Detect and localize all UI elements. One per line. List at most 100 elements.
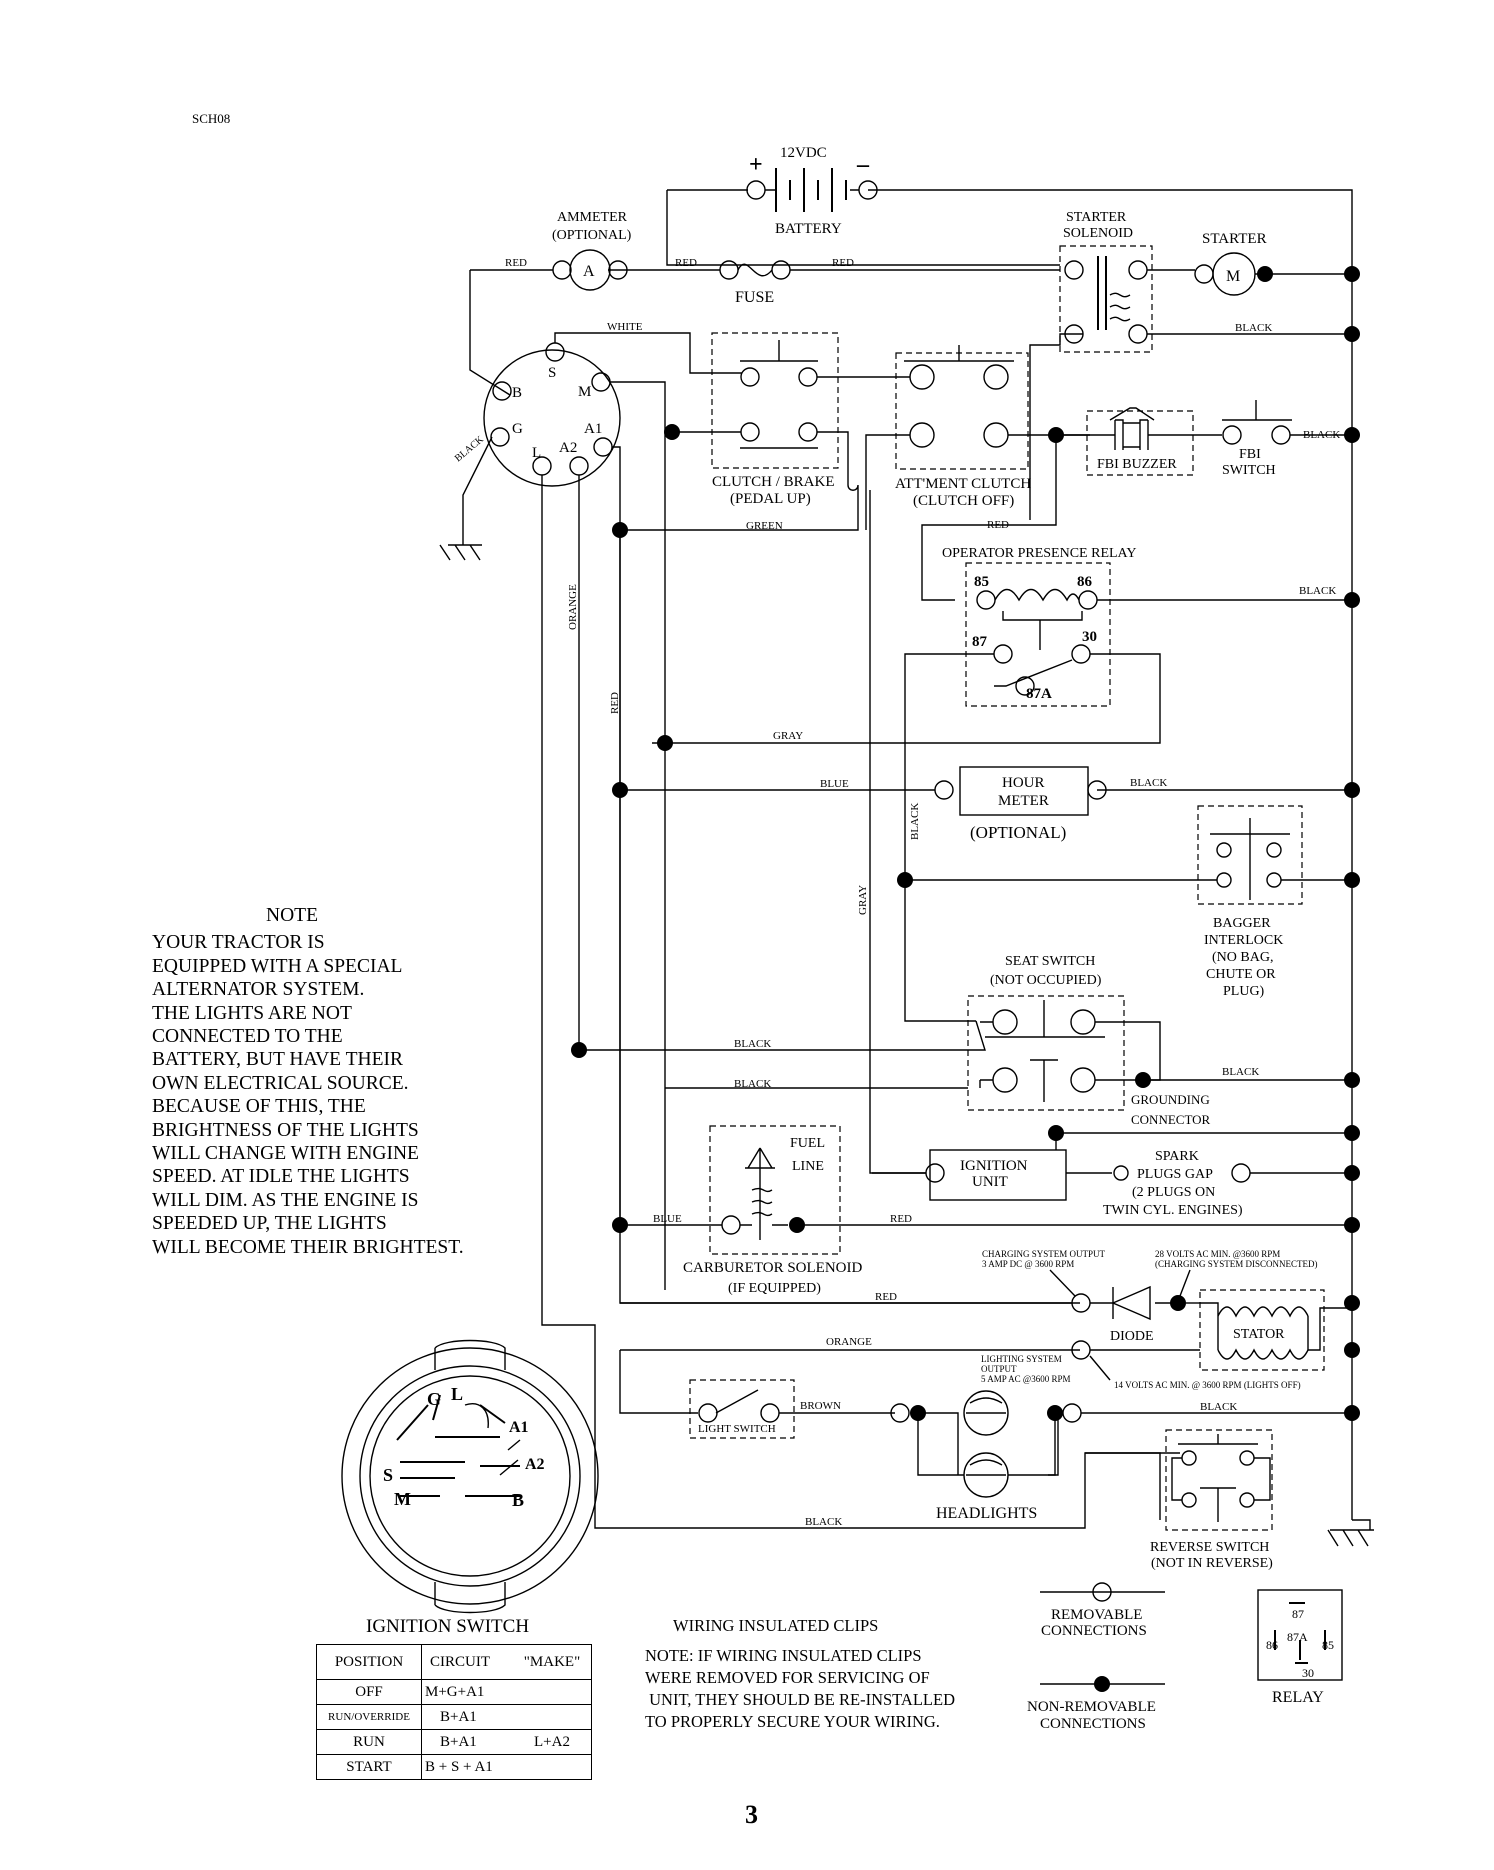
svg-text:BROWN: BROWN xyxy=(800,1400,841,1412)
svg-text:RED: RED xyxy=(832,257,854,269)
svg-text:85: 85 xyxy=(974,574,989,590)
svg-text:B: B xyxy=(512,385,522,401)
svg-text:L: L xyxy=(532,445,541,461)
note-line: WILL BECOME THEIR BRIGHTEST. xyxy=(152,1236,464,1258)
svg-text:ORANGE: ORANGE xyxy=(567,584,579,630)
lighting-circuit: LIGHT SWITCH BROWN BLACK HEADLIGHTS xyxy=(619,1350,1352,1522)
svg-text:85: 85 xyxy=(1322,1638,1334,1652)
clips-title: WIRING INSULATED CLIPS xyxy=(673,1616,879,1635)
svg-text:BLACK: BLACK xyxy=(734,1038,771,1050)
ignition-switch-terminal-block: B S M G L A2 A1 BLACK xyxy=(439,342,621,561)
svg-text:BLACK: BLACK xyxy=(909,803,921,840)
svg-text:(CLUTCH OFF): (CLUTCH OFF) xyxy=(913,493,1014,509)
svg-text:BLACK: BLACK xyxy=(1222,1066,1259,1078)
note-line: SPEEDED UP, THE LIGHTS xyxy=(152,1213,387,1235)
svg-text:IGNITION SWITCH: IGNITION SWITCH xyxy=(366,1616,529,1637)
svg-text:SPARK: SPARK xyxy=(1155,1149,1199,1164)
svg-text:87: 87 xyxy=(1292,1607,1304,1621)
fbi-switch: FBI SWITCH BLACK xyxy=(1222,400,1352,478)
svg-text:87A: 87A xyxy=(1287,1630,1308,1644)
svg-text:LIGHT SWITCH: LIGHT SWITCH xyxy=(698,1423,776,1435)
svg-text:(NOT OCCUPIED): (NOT OCCUPIED) xyxy=(990,973,1102,988)
left-rails xyxy=(619,530,621,1225)
svg-text:A2: A2 xyxy=(559,440,577,456)
svg-text:IGNITION: IGNITION xyxy=(960,1158,1028,1174)
table-row: RUN B+A1 L+A2 xyxy=(316,1729,592,1755)
svg-text:S: S xyxy=(383,1465,393,1485)
svg-text:INTERLOCK: INTERLOCK xyxy=(1204,933,1283,948)
svg-text:HOUR: HOUR xyxy=(1002,775,1045,791)
svg-text:BLUE: BLUE xyxy=(820,778,849,790)
fbi-buzzer: FBI BUZZER xyxy=(1064,407,1222,476)
svg-text:RED: RED xyxy=(505,257,527,269)
svg-text:ORANGE: ORANGE xyxy=(826,1336,872,1348)
svg-text:30: 30 xyxy=(1082,629,1097,645)
svg-text:LIGHTING SYSTEM: LIGHTING SYSTEM xyxy=(981,1354,1062,1364)
svg-text:+: + xyxy=(749,152,763,178)
svg-text:RED: RED xyxy=(875,1291,897,1303)
clips-line: UNIT, THEY SHOULD BE RE-INSTALLED xyxy=(645,1690,956,1709)
svg-text:(PEDAL UP): (PEDAL UP) xyxy=(730,491,811,507)
svg-text:(OPTIONAL): (OPTIONAL) xyxy=(552,228,632,243)
note-line: WILL CHANGE WITH ENGINE xyxy=(152,1143,419,1165)
note-line: WILL DIM. AS THE ENGINE IS xyxy=(152,1189,419,1211)
svg-text:FBI: FBI xyxy=(1239,447,1261,462)
svg-text:BLACK: BLACK xyxy=(1303,429,1340,441)
note-line: YOUR TRACTOR IS xyxy=(152,932,325,954)
table-row: START B + S + A1 xyxy=(316,1754,592,1780)
svg-text:OUTPUT: OUTPUT xyxy=(981,1364,1017,1374)
svg-text:REMOVABLE: REMOVABLE xyxy=(1051,1607,1142,1623)
svg-text:G: G xyxy=(427,1389,441,1409)
svg-text:14 VOLTS AC MIN. @ 3600 RPM (L: 14 VOLTS AC MIN. @ 3600 RPM (LIGHTS OFF) xyxy=(1114,1380,1301,1390)
svg-text:REVERSE SWITCH: REVERSE SWITCH xyxy=(1150,1540,1269,1555)
svg-text:SEAT SWITCH: SEAT SWITCH xyxy=(1005,954,1095,969)
svg-text:L: L xyxy=(451,1384,463,1404)
ignition-switch-illustration: G L A1 A2 S M B IGNITION SWITCH xyxy=(341,1339,599,1637)
svg-text:WHITE: WHITE xyxy=(607,321,643,333)
svg-text:A1: A1 xyxy=(509,1419,529,1436)
svg-text:RED: RED xyxy=(890,1213,912,1225)
gray-wire: GRAY BLACK xyxy=(857,490,926,1174)
svg-text:GREEN: GREEN xyxy=(746,520,783,532)
svg-text:PLUGS GAP: PLUGS GAP xyxy=(1137,1167,1213,1182)
svg-text:METER: METER xyxy=(998,793,1049,809)
svg-text:STARTER: STARTER xyxy=(1202,231,1267,247)
svg-text:CHUTE OR: CHUTE OR xyxy=(1206,967,1276,982)
svg-text:PLUG): PLUG) xyxy=(1223,984,1265,999)
svg-text:M: M xyxy=(578,384,591,400)
svg-text:SOLENOID: SOLENOID xyxy=(1063,226,1133,241)
svg-text:5 AMP AC @3600 RPM: 5 AMP AC @3600 RPM xyxy=(981,1374,1070,1384)
svg-text:CHARGING SYSTEM OUTPUT: CHARGING SYSTEM OUTPUT xyxy=(982,1249,1106,1259)
svg-text:87A: 87A xyxy=(1026,686,1052,702)
ignition-unit: IGNITION UNIT SPARK PLUGS GAP (2 PLUGS O… xyxy=(872,1125,1352,1218)
svg-text:AMMETER: AMMETER xyxy=(557,210,628,225)
svg-text:GRAY: GRAY xyxy=(773,730,803,742)
svg-text:3 AMP DC @ 3600 RPM: 3 AMP DC @ 3600 RPM xyxy=(982,1259,1074,1269)
svg-text:FUSE: FUSE xyxy=(735,289,774,306)
svg-text:CONNECTIONS: CONNECTIONS xyxy=(1041,1623,1147,1639)
rail-junctions xyxy=(571,266,1360,1421)
svg-text:28 VOLTS AC MIN. @3600 RPM: 28 VOLTS AC MIN. @3600 RPM xyxy=(1155,1249,1280,1259)
clutch-brake-switch: CLUTCH / BRAKE (PEDAL UP) GREEN xyxy=(620,332,910,532)
svg-text:CLUTCH / BRAKE: CLUTCH / BRAKE xyxy=(712,474,835,490)
svg-text:STARTER: STARTER xyxy=(1066,210,1127,225)
svg-text:NON-REMOVABLE: NON-REMOVABLE xyxy=(1027,1699,1156,1715)
note-line: EQUIPPED WITH A SPECIAL xyxy=(152,955,403,977)
svg-text:BLACK: BLACK xyxy=(734,1078,771,1090)
note-line: CONNECTED TO THE xyxy=(152,1026,343,1048)
svg-text:M: M xyxy=(1226,268,1240,285)
svg-text:A: A xyxy=(583,263,595,280)
svg-text:OPERATOR PRESENCE RELAY: OPERATOR PRESENCE RELAY xyxy=(942,546,1136,561)
fuse: FUSE xyxy=(719,260,791,306)
svg-text:SWITCH: SWITCH xyxy=(1222,463,1276,478)
svg-text:TWIN CYL. ENGINES): TWIN CYL. ENGINES) xyxy=(1103,1203,1243,1218)
table-row: OFF M+G+A1 xyxy=(316,1679,592,1705)
svg-text:–: – xyxy=(856,152,870,178)
chassis-ground xyxy=(1327,1519,1374,1547)
note-line: THE LIGHTS ARE NOT xyxy=(152,1002,352,1024)
table-row: RUN/OVERRIDE B+A1 xyxy=(316,1704,592,1730)
svg-text:FBI BUZZER: FBI BUZZER xyxy=(1097,457,1177,472)
table-header: CIRCUIT xyxy=(421,1644,513,1680)
svg-text:30: 30 xyxy=(1302,1666,1314,1680)
